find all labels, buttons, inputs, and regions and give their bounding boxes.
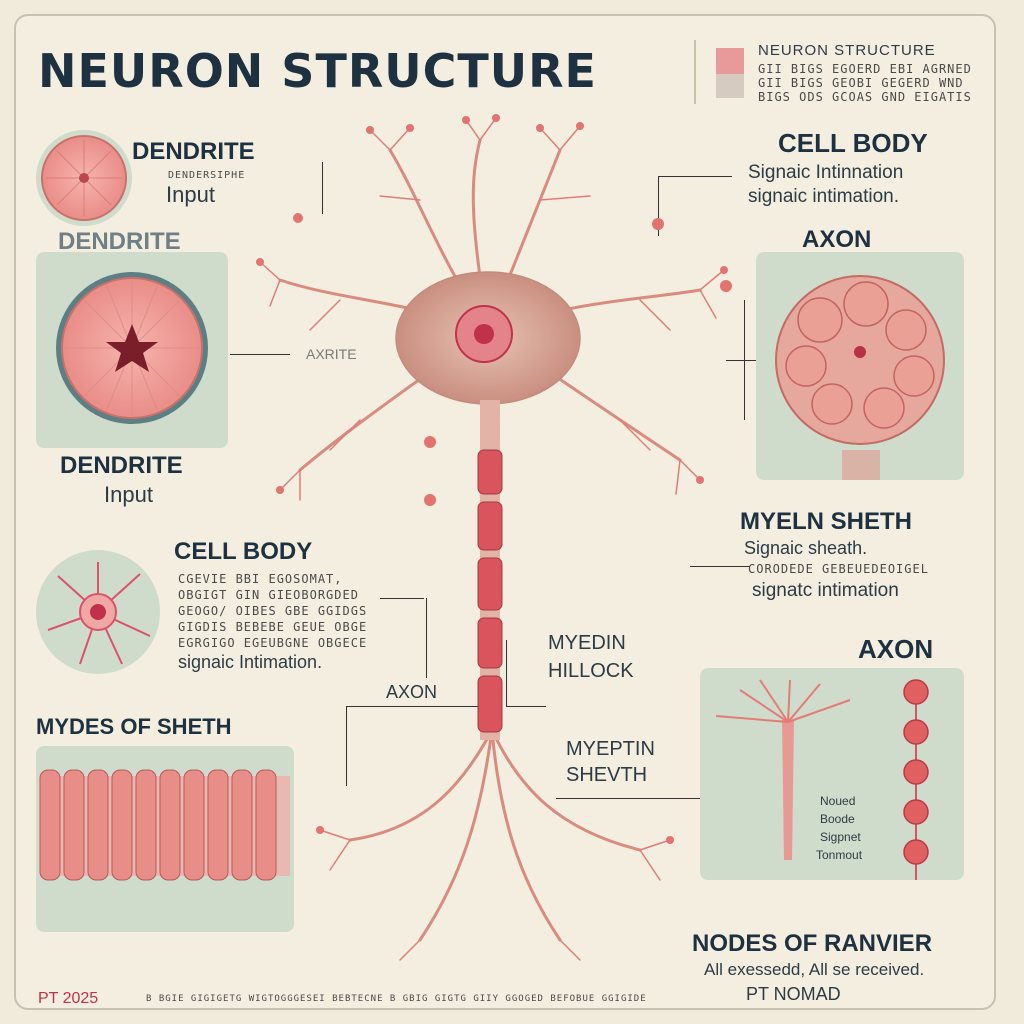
- axon-cross-section: [775, 275, 945, 480]
- nucleolus: [474, 324, 494, 344]
- cell-body-right-line2: signaic intimation.: [748, 186, 900, 207]
- label-cell-body-left: CELL BODY: [174, 538, 313, 565]
- nodes-of-ranvier-illustration: [715, 679, 929, 880]
- legend-line: GII BIGS EGOERD EBI AGRNED: [758, 62, 972, 76]
- leader-line: [506, 706, 546, 707]
- label-cell-body-right: CELL BODY: [778, 128, 928, 158]
- leader-line: [658, 176, 659, 236]
- leader-line: [380, 598, 424, 599]
- cell-body-line: OBGIGT GIN GIEOBORGDED: [178, 588, 359, 602]
- label-dendrite-input: Input: [166, 182, 215, 207]
- legend-title: NEURON STRUCTURE: [758, 42, 936, 59]
- label-axon-right-2: AXON: [858, 634, 934, 664]
- label-axon-right: AXON: [802, 226, 872, 253]
- credit: PT NOMAD: [746, 984, 841, 1004]
- myelin-right-line2: CORODEDE GEBEUEDEOIGEL: [748, 562, 929, 576]
- cell-body-line: GEOGO/ OIBES GBE GGIDGS: [178, 604, 368, 618]
- legend-divider: [694, 40, 696, 104]
- cell-body-line: GIGDIS BEBEBE GEUE OBGE: [178, 620, 368, 634]
- nodes-line: All exessedd, All se received.: [704, 960, 925, 979]
- myelin-right-line1: Signaic sheath.: [744, 538, 868, 558]
- leader-line: [322, 162, 323, 214]
- leader-line: [230, 354, 290, 355]
- label-shevth: SHEVTH: [566, 764, 648, 786]
- label-dendrite-top: DENDRITE: [132, 138, 255, 165]
- cell-body-small-neuron: [36, 550, 160, 674]
- legend-line: BIGS ODS GCOAS GND EIGATIS: [758, 90, 972, 104]
- nodes-note-line: Boode: [820, 812, 855, 826]
- label-myelin-right: MYELN SHETH: [740, 508, 913, 535]
- page-title: NEURON STRUCTURE: [38, 44, 597, 98]
- leader-line: [690, 566, 750, 567]
- myelin-segments: [477, 449, 503, 733]
- nodes-note-line: Noued: [820, 794, 856, 808]
- legend-swatch-tan: [716, 74, 744, 98]
- myelin-right-line3: signatc intimation: [752, 580, 899, 601]
- dendrite-cross-section-large: [56, 272, 208, 424]
- label-dendrite-note: DENDERSIPHE: [168, 170, 246, 181]
- leader-line: [658, 176, 732, 177]
- label-myeptin: MYEPTIN: [566, 738, 655, 760]
- cell-body-right-line1: Signaic Intinnation: [748, 162, 904, 183]
- legend-line: GII BIGS GEOBI GEGERD WND: [758, 76, 964, 90]
- leader-line: [726, 360, 756, 361]
- dendrite-cross-section-small: [36, 130, 132, 226]
- leader-line: [556, 798, 700, 799]
- footer-year: PT 2025: [38, 990, 99, 1007]
- myelin-sheath-stripes: [39, 769, 290, 881]
- leader-line: [346, 706, 484, 707]
- label-myedin: MYEDIN: [548, 632, 626, 654]
- label-myelin-left: MYDES OF SHETH: [36, 714, 232, 739]
- label-axrite: AXRITE: [306, 346, 357, 362]
- nodes-note-line: Sigpnet: [820, 830, 861, 844]
- label-hillock: HILLOCK: [548, 660, 634, 682]
- leader-line: [506, 640, 507, 706]
- leader-line: [744, 300, 745, 420]
- footer-text: B BGIE GIGIGETG WIGTOGGGESEI BEBTECNE B …: [146, 994, 647, 1004]
- cell-body-line: CGEVIE BBI EGOSOMAT,: [178, 572, 343, 586]
- legend-swatch-pink: [716, 48, 744, 74]
- nodes-note-line: Tonmout: [816, 848, 863, 862]
- leader-line: [426, 598, 427, 678]
- cell-body-last-line: signaic Intimation.: [178, 652, 323, 672]
- label-dendrite-lower-input: Input: [104, 482, 153, 507]
- label-dendrite-lower: DENDRITE: [60, 452, 183, 479]
- terminal-dots: [256, 114, 732, 844]
- cell-body-line: EGRGIGO EGEUBGNE OBGECE: [178, 636, 368, 650]
- leader-line: [346, 706, 347, 786]
- label-axon-center: AXON: [386, 682, 438, 702]
- label-dendrite-faded: DENDRITE: [58, 228, 181, 255]
- label-nodes-of-ranvier: NODES OF RANVIER: [692, 930, 933, 957]
